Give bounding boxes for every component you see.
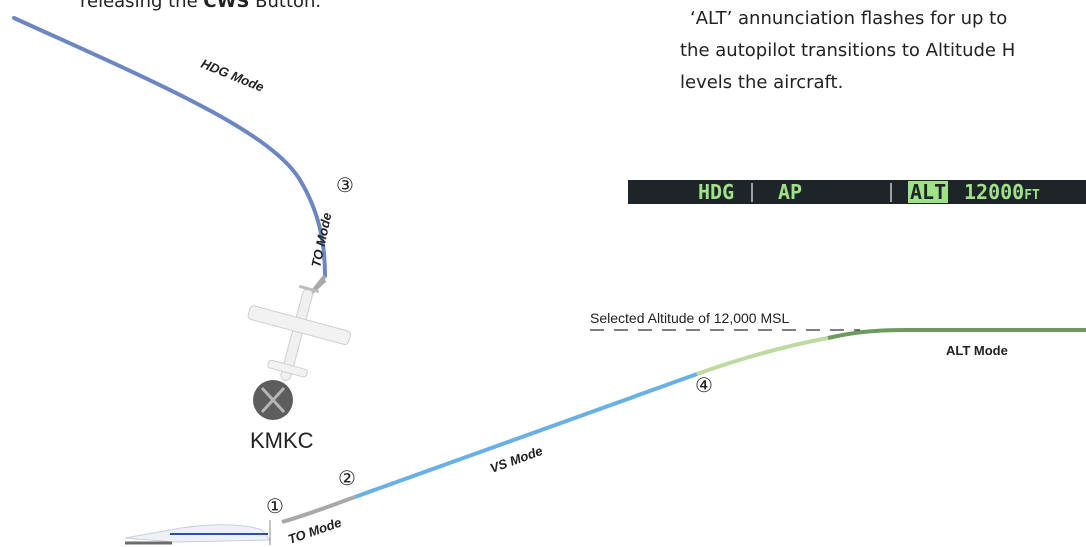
lateral-mode-annunciation: HDG <box>698 180 735 204</box>
altitude-reference: 12000FT <box>964 180 1040 204</box>
vertical-mode-annunciation: ALT <box>908 180 949 204</box>
autopilot-annunciation: AP <box>778 180 803 204</box>
to-mode-path-lower <box>281 495 356 524</box>
instruction-line-2: the autopilot transitions to Altitude H <box>680 40 1016 61</box>
aircraft-sideview-icon <box>124 520 272 545</box>
instruction-line-1: ‘ALT’ annunciation flashes for up to <box>690 8 1008 29</box>
alt-mode-path <box>827 328 1086 340</box>
instruction-line-3: levels the aircraft. <box>680 72 844 93</box>
instruction-text-left: releasing the CWS Button. <box>80 0 322 12</box>
separator <box>890 183 892 202</box>
alt-mode-label: ALT Mode <box>946 343 1008 358</box>
airport-identifier: KMKC <box>250 428 314 453</box>
step-3-marker: ③ <box>336 173 354 197</box>
selected-altitude-label: Selected Altitude of 12,000 MSL <box>590 310 789 326</box>
airport-marker-icon <box>253 380 293 420</box>
separator <box>751 183 753 202</box>
hdg-mode-path <box>12 16 327 278</box>
to-mode-label-upper: TO Mode <box>308 211 334 268</box>
aircraft-topview-icon <box>247 284 351 381</box>
afcs-status-bar: HDG AP ALT 12000FT <box>628 180 1086 204</box>
vs-mode-path <box>354 372 698 499</box>
step-1-marker: ① <box>266 494 284 518</box>
hdg-mode-label: HDG Mode <box>199 56 266 95</box>
step-4-marker: ④ <box>695 373 713 397</box>
step-2-marker: ② <box>338 466 356 490</box>
alt-capture-path <box>696 336 829 376</box>
